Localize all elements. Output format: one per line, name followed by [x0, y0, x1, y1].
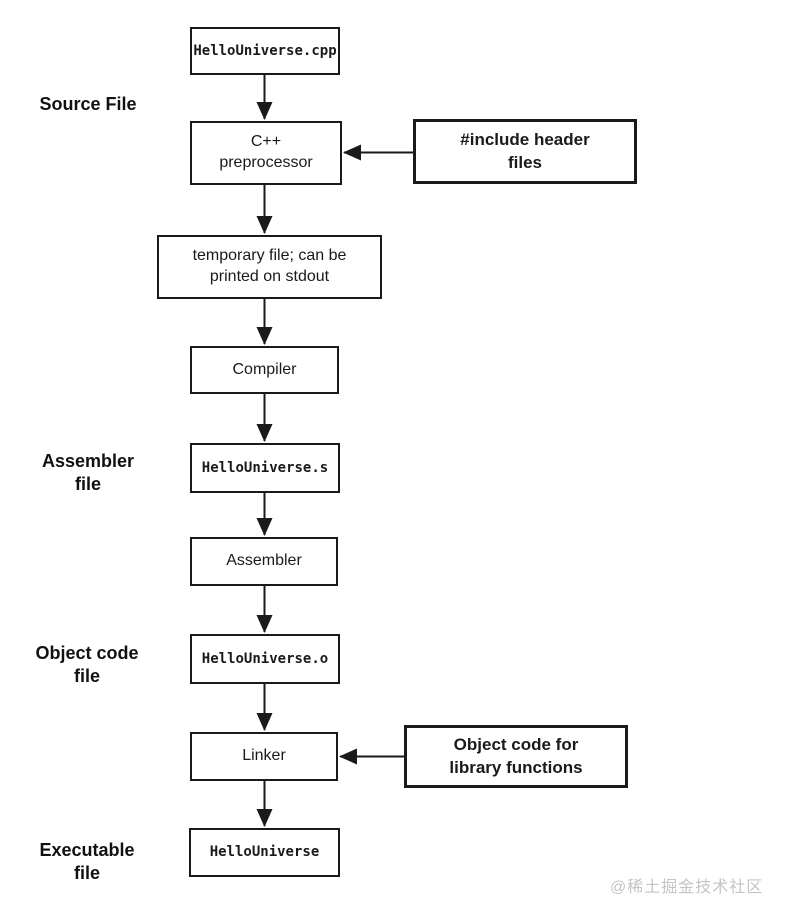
node-assembler: Assembler: [190, 537, 338, 586]
node-source-file: HelloUniverse.cpp: [190, 27, 340, 75]
node-temporary-file: temporary file; can be printed on stdout: [157, 235, 382, 299]
node-object-file: HelloUniverse.o: [190, 634, 340, 684]
stage-label-object-code-file: Object code file: [35, 643, 139, 687]
stage-label-source-file: Source File: [39, 94, 137, 114]
community-watermark: @稀土掘金技术社区: [610, 879, 764, 896]
node-assembler-file: HelloUniverse.s: [190, 443, 340, 493]
stage-label-assembler-file: Assembler file: [41, 451, 135, 495]
node-include-headers: #include header files: [413, 119, 637, 184]
node-preprocessor: C++ preprocessor: [190, 121, 342, 185]
node-linker: Linker: [190, 732, 338, 781]
node-compiler: Compiler: [190, 346, 339, 394]
node-library-objects: Object code for library functions: [404, 725, 628, 788]
node-executable: HelloUniverse: [189, 828, 340, 877]
stage-label-executable-file: Executable file: [39, 840, 135, 884]
